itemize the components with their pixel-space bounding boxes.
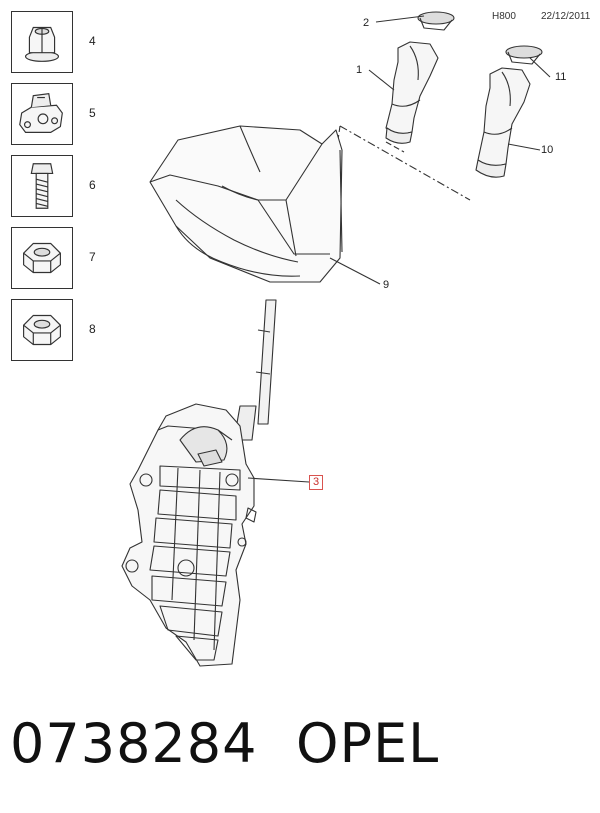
knob-cap-11 — [505, 45, 543, 65]
thumbnail-label-6: 6 — [89, 178, 96, 192]
thumbnail-label-4: 4 — [89, 34, 96, 48]
gear-boot-9 — [149, 125, 343, 283]
thumbnail-part-4[interactable] — [11, 11, 73, 73]
callout-2: 2 — [363, 17, 370, 29]
callout-1: 1 — [356, 64, 363, 76]
thumbnail-label-5: 5 — [89, 106, 96, 120]
callout-3-highlighted[interactable]: 3 — [309, 475, 324, 490]
diagram-code: H800 — [492, 11, 516, 22]
thumbnail-label-8: 8 — [89, 322, 96, 336]
part-number: 0738284 — [10, 712, 258, 775]
thumbnail-label-7: 7 — [89, 250, 96, 264]
bolt-icon — [30, 163, 54, 209]
thumbnail-part-5[interactable] — [11, 83, 73, 145]
knob-cap-2 — [417, 11, 455, 31]
shift-lever — [233, 299, 277, 441]
gear-knob-1 — [385, 41, 439, 144]
exploded-parts-diagram — [121, 11, 551, 667]
hex-nut-icon — [23, 242, 61, 274]
thumbnail-part-7[interactable] — [11, 227, 73, 289]
callout-10: 10 — [541, 144, 554, 156]
brand-name: OPEL — [296, 712, 440, 775]
sensor-icon — [19, 93, 63, 133]
thumbnail-part-8[interactable] — [11, 299, 73, 361]
flange-nut-icon — [24, 26, 60, 62]
hex-nut-icon — [23, 314, 61, 346]
diagram-date: 22/12/2011 — [541, 11, 591, 22]
callout-9: 9 — [383, 279, 390, 291]
thumbnail-part-6[interactable] — [11, 155, 73, 217]
gear-shifter-housing — [121, 403, 257, 667]
gear-knob-10 — [475, 67, 531, 178]
callout-11: 11 — [555, 71, 567, 83]
